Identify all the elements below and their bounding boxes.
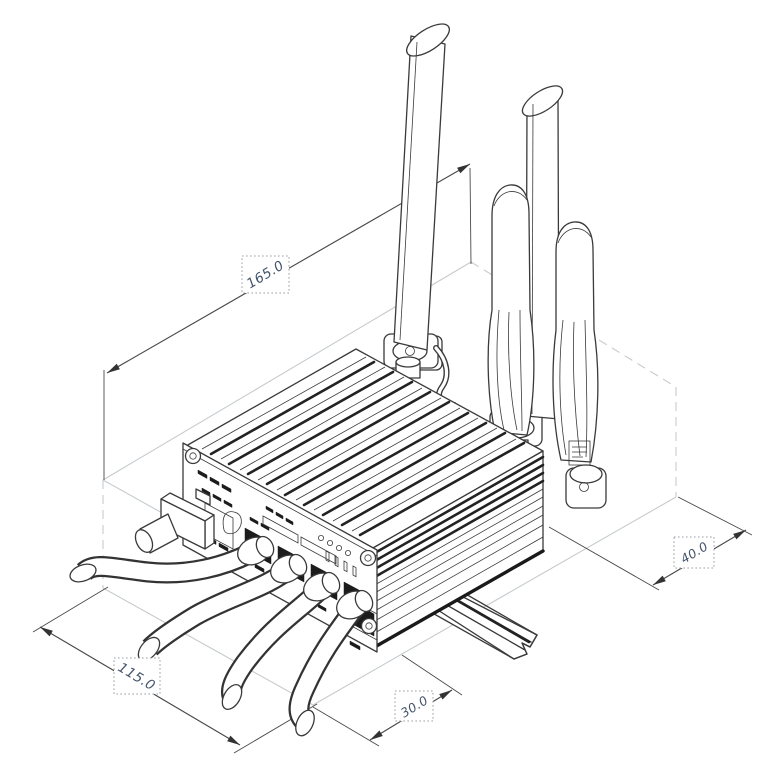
antenna-1-highlight bbox=[399, 41, 418, 341]
antenna-4-hinge-barrel bbox=[569, 464, 603, 484]
antenna-1-body bbox=[393, 35, 446, 351]
ethernet-cable-2 bbox=[137, 553, 308, 662]
din-rail-end-face bbox=[513, 634, 538, 660]
led-4 bbox=[344, 550, 351, 557]
dimension-front-offset bbox=[312, 654, 463, 747]
cable-body bbox=[144, 559, 299, 654]
cable-boot-collar bbox=[321, 571, 341, 595]
dimension-arrows bbox=[653, 530, 746, 585]
antenna-4 bbox=[552, 221, 607, 509]
dimension-labels: 165.0 115.0 30.0 40.0 bbox=[113, 255, 715, 722]
heatsink-fin-lines bbox=[201, 356, 517, 532]
antenna-3-body bbox=[487, 184, 535, 436]
antenna-4-dome-seam bbox=[557, 228, 592, 244]
corner-screw-top-left bbox=[184, 447, 202, 465]
front-panel-lip bbox=[182, 448, 378, 557]
antenna-4-label-lines bbox=[572, 446, 587, 458]
ethernet-cable-1 bbox=[69, 535, 275, 584]
extension-lines bbox=[103, 167, 472, 480]
extension-lines bbox=[312, 654, 463, 747]
screw-head bbox=[184, 447, 202, 465]
heatsink-fin-shadows bbox=[209, 360, 526, 537]
screw-recess bbox=[365, 622, 373, 630]
ethernet-cable-4 bbox=[288, 589, 374, 737]
reset-pick-outline bbox=[222, 511, 242, 535]
led-1 bbox=[317, 535, 324, 542]
label-box-overall-length bbox=[241, 255, 290, 294]
din-rail-channel-shadow bbox=[444, 592, 531, 644]
label-box-side-offset bbox=[673, 536, 715, 569]
extension-lines bbox=[32, 586, 318, 754]
antenna-4-body bbox=[552, 221, 599, 463]
power-plug-barrel-end bbox=[134, 529, 154, 553]
cable-body bbox=[78, 540, 265, 582]
cable-end bbox=[295, 709, 315, 737]
antenna-1-connector-nut bbox=[395, 356, 421, 368]
power-connector bbox=[134, 488, 234, 554]
signal-bar-leds bbox=[325, 550, 357, 578]
dimension-arrows bbox=[370, 690, 452, 740]
screw-recess bbox=[364, 554, 372, 562]
led-2 bbox=[326, 540, 333, 547]
antenna-1 bbox=[383, 23, 450, 379]
antenna-4-blade-curves bbox=[559, 319, 588, 458]
corner-screw-right-bottom bbox=[360, 617, 378, 635]
cable-end bbox=[221, 683, 243, 711]
screw-head bbox=[359, 549, 377, 567]
router-device bbox=[69, 23, 607, 737]
side-rib-lines bbox=[372, 488, 544, 635]
cable-body bbox=[290, 597, 366, 729]
extension-lines bbox=[548, 496, 753, 591]
power-plug-side bbox=[204, 514, 215, 550]
ethernet-cables bbox=[69, 535, 374, 737]
label-box-front-offset bbox=[394, 690, 434, 722]
label-box-overall-width bbox=[113, 657, 161, 695]
antenna-2-tip bbox=[521, 85, 564, 117]
antenna-4-mount-hole bbox=[579, 482, 589, 492]
side-rib-shadows bbox=[371, 455, 545, 580]
sim-slot-1 bbox=[262, 515, 299, 544]
screw-recess bbox=[189, 452, 197, 460]
power-plug-latch bbox=[195, 488, 211, 506]
sim-slot-2 bbox=[300, 536, 337, 565]
screw-head bbox=[360, 617, 378, 635]
corner-screw-right-top bbox=[359, 549, 377, 567]
led-3 bbox=[335, 545, 342, 552]
led-indicators bbox=[317, 535, 357, 578]
antenna-3-blade-curves bbox=[496, 309, 523, 432]
cable-end bbox=[69, 563, 97, 583]
cable-boot-collar bbox=[288, 553, 308, 577]
cable-boot-collar bbox=[354, 589, 374, 613]
antenna-1-tip bbox=[406, 23, 450, 57]
cable-boot-collar bbox=[255, 535, 275, 559]
dimension-overall-width bbox=[32, 586, 318, 754]
antenna-3-dome-seam bbox=[493, 191, 528, 207]
dimension-side-offset bbox=[548, 496, 753, 591]
ethernet-cable-3 bbox=[220, 571, 341, 711]
construction-solid-edges bbox=[102, 261, 677, 706]
antenna-4-label bbox=[568, 440, 591, 466]
chassis-bottom-edge bbox=[371, 549, 545, 650]
